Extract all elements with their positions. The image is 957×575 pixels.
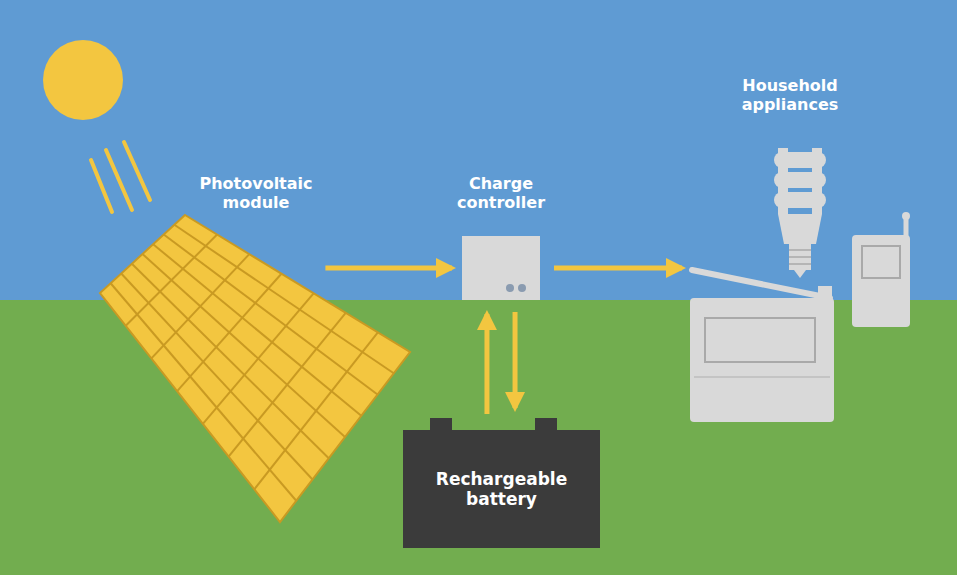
battery-box: Rechargeable battery (403, 430, 600, 548)
node-label: Household appliances (720, 76, 860, 114)
flow-arrow (484, 314, 489, 414)
charge-controller-box: Charge controller (462, 236, 540, 300)
mobile-phone-icon (852, 212, 910, 327)
charge-controller-box-drawing (462, 236, 540, 300)
photovoltaic-panel: Photovoltaic module (95, 170, 415, 528)
battery-terminal (535, 418, 557, 430)
radio-icon (690, 270, 834, 422)
light-bulb-icon (774, 148, 826, 278)
indicator-dot (506, 284, 514, 292)
node-label: Charge controller (431, 174, 571, 212)
appliances-group-drawing (680, 72, 920, 427)
battery-terminal (430, 418, 452, 430)
indicator-dot (518, 284, 526, 292)
flow-arrow (325, 266, 452, 271)
flow-arrow (554, 266, 682, 271)
node-label: Rechargeable battery (417, 469, 587, 510)
appliances-group: Household appliances (680, 72, 920, 427)
sun (43, 40, 150, 212)
flow-arrow (513, 312, 518, 408)
panel-grid (111, 225, 394, 501)
panel-surface (100, 215, 410, 522)
photovoltaic-panel-drawing (95, 170, 415, 528)
node-label: Photovoltaic module (186, 174, 326, 212)
